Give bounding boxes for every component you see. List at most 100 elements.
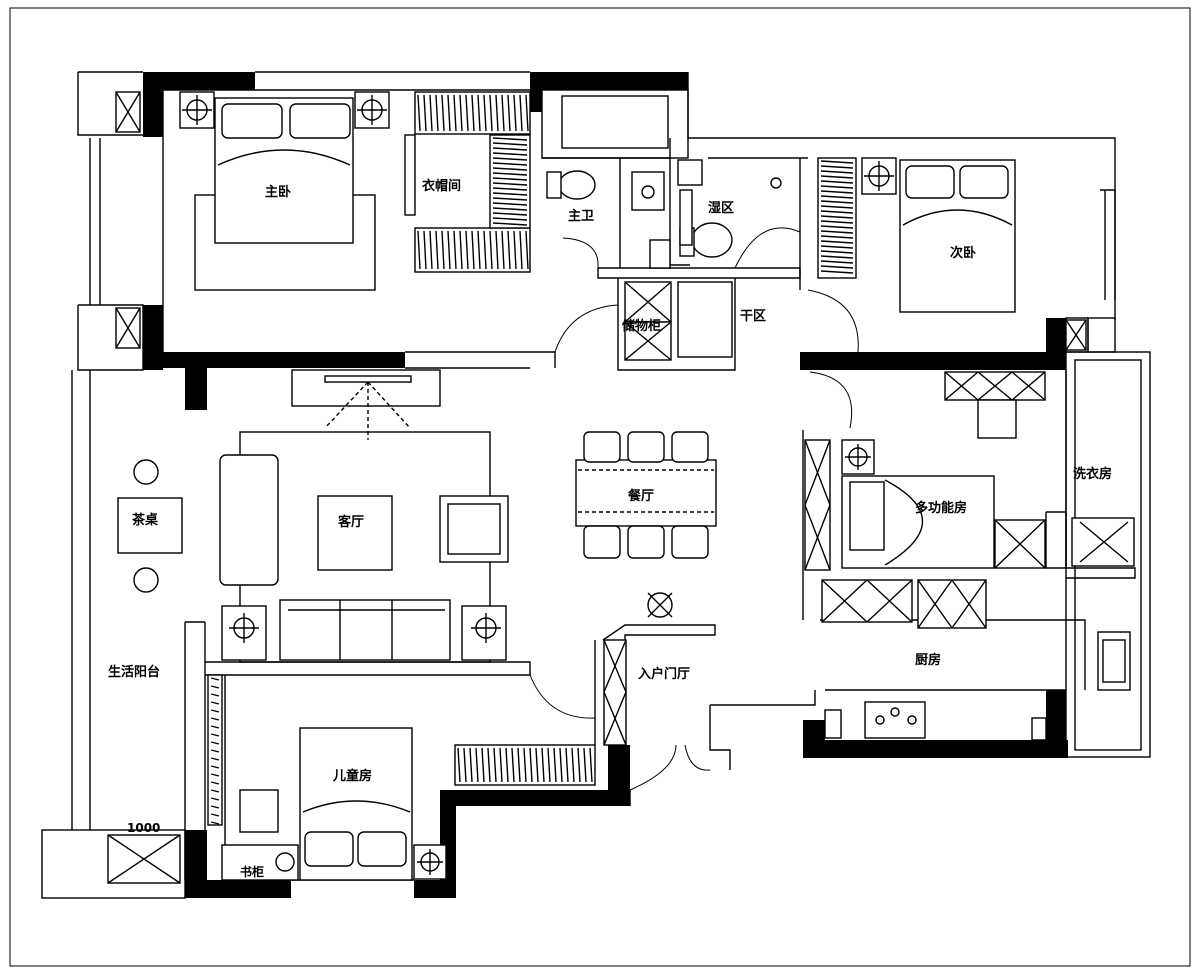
hanger-line xyxy=(481,747,485,783)
label-master-bedroom: 主卧 xyxy=(265,184,291,200)
hanger-line xyxy=(820,230,854,234)
label-walk-in-closet: 衣帽间 xyxy=(422,178,461,194)
hanger-line xyxy=(559,747,563,783)
hanger-line xyxy=(820,265,854,269)
hanger-line xyxy=(465,94,469,132)
hanger-line xyxy=(499,747,503,783)
hanger-line xyxy=(483,94,487,132)
hanger-line xyxy=(820,260,854,264)
hanger-line xyxy=(447,230,451,270)
hanger-line xyxy=(417,230,421,270)
label-dry-area: 干区 xyxy=(740,309,766,324)
hanger-line xyxy=(210,725,220,729)
hanger-line xyxy=(492,142,528,146)
hanger-line xyxy=(565,747,569,783)
hanger-line xyxy=(525,230,529,270)
hanger-line xyxy=(492,192,528,196)
hanger-line xyxy=(820,220,854,224)
page-frame xyxy=(9,7,1191,967)
hanger-line xyxy=(519,230,523,270)
hanger-line xyxy=(210,693,220,697)
hanger-line xyxy=(492,167,528,171)
hanger-line xyxy=(492,202,528,206)
hanger-line xyxy=(487,747,491,783)
label-laundry-room: 洗衣房 xyxy=(1073,466,1112,482)
hanger-line xyxy=(495,230,499,270)
hanger-line xyxy=(210,677,220,681)
hanger-line xyxy=(505,747,509,783)
hanger-line xyxy=(492,217,528,221)
hanger-line xyxy=(547,747,551,783)
hanger-line xyxy=(495,94,499,132)
hanger-line xyxy=(492,212,528,216)
hanger-line xyxy=(525,94,529,132)
hanger-line xyxy=(820,250,854,254)
hanger-line xyxy=(523,747,527,783)
hanger-line xyxy=(210,773,220,777)
wardrobe xyxy=(489,134,531,229)
hanger-line xyxy=(471,230,475,270)
wardrobes xyxy=(207,91,857,826)
hanger-line xyxy=(471,94,475,132)
hanger-line xyxy=(517,747,521,783)
hanger-line xyxy=(210,685,220,689)
hanger-line xyxy=(429,230,433,270)
hanger-line xyxy=(493,747,497,783)
hanger-line xyxy=(577,747,581,783)
label-tea-table: 茶桌 xyxy=(132,512,159,528)
label-living-room: 客厅 xyxy=(338,514,364,530)
hanger-line xyxy=(820,210,854,214)
hanger-line xyxy=(820,225,854,229)
hanger-line xyxy=(210,757,220,761)
hanger-line xyxy=(492,187,528,191)
hanger-line xyxy=(820,255,854,259)
hanger-line xyxy=(453,230,457,270)
hanger-line xyxy=(492,197,528,201)
hanger-line xyxy=(489,230,493,270)
hanger-line xyxy=(820,200,854,204)
hanger-line xyxy=(511,747,515,783)
hanger-line xyxy=(210,701,220,705)
doors xyxy=(529,227,859,791)
hanger-line xyxy=(441,230,445,270)
hanger-line xyxy=(492,162,528,166)
hanger-line xyxy=(820,215,854,219)
hanger-line xyxy=(423,94,427,132)
hanger-line xyxy=(210,741,220,745)
hanger-line xyxy=(475,747,479,783)
hanger-line xyxy=(492,137,528,141)
hanger-line xyxy=(529,747,533,783)
hanger-line xyxy=(492,172,528,176)
hanger-line xyxy=(492,177,528,181)
label-wet-area: 湿区 xyxy=(708,201,734,216)
hanger-line xyxy=(820,195,854,199)
hanger-line xyxy=(210,733,220,737)
outline xyxy=(41,71,1151,899)
hanger-line xyxy=(469,747,473,783)
hanger-line xyxy=(453,94,457,132)
cross-boxes xyxy=(107,91,1087,884)
label-small: 书柜 xyxy=(240,864,264,879)
hanger-line xyxy=(489,94,493,132)
hanger-line xyxy=(820,245,854,249)
hanger-line xyxy=(519,94,523,132)
hanger-line xyxy=(210,717,220,721)
hanger-line xyxy=(492,157,528,161)
hanger-line xyxy=(210,797,220,801)
hanger-line xyxy=(589,747,593,783)
hanger-line xyxy=(820,175,854,179)
hanger-line xyxy=(492,147,528,151)
hanger-line xyxy=(429,94,433,132)
hanger-line xyxy=(435,94,439,132)
furniture xyxy=(117,91,1135,881)
hanger-line xyxy=(483,230,487,270)
labels: 主卧 衣帽间 主卫 湿区 干区 储物柜 次卧 洗衣房 客厅 餐厅 多功能房 茶桌… xyxy=(108,178,1112,879)
hanger-line xyxy=(513,94,517,132)
hanger-line xyxy=(210,709,220,713)
hanger-line xyxy=(477,94,481,132)
hanger-line xyxy=(553,747,557,783)
hanger-line xyxy=(820,190,854,194)
hanger-line xyxy=(492,222,528,226)
walls xyxy=(143,72,1068,898)
